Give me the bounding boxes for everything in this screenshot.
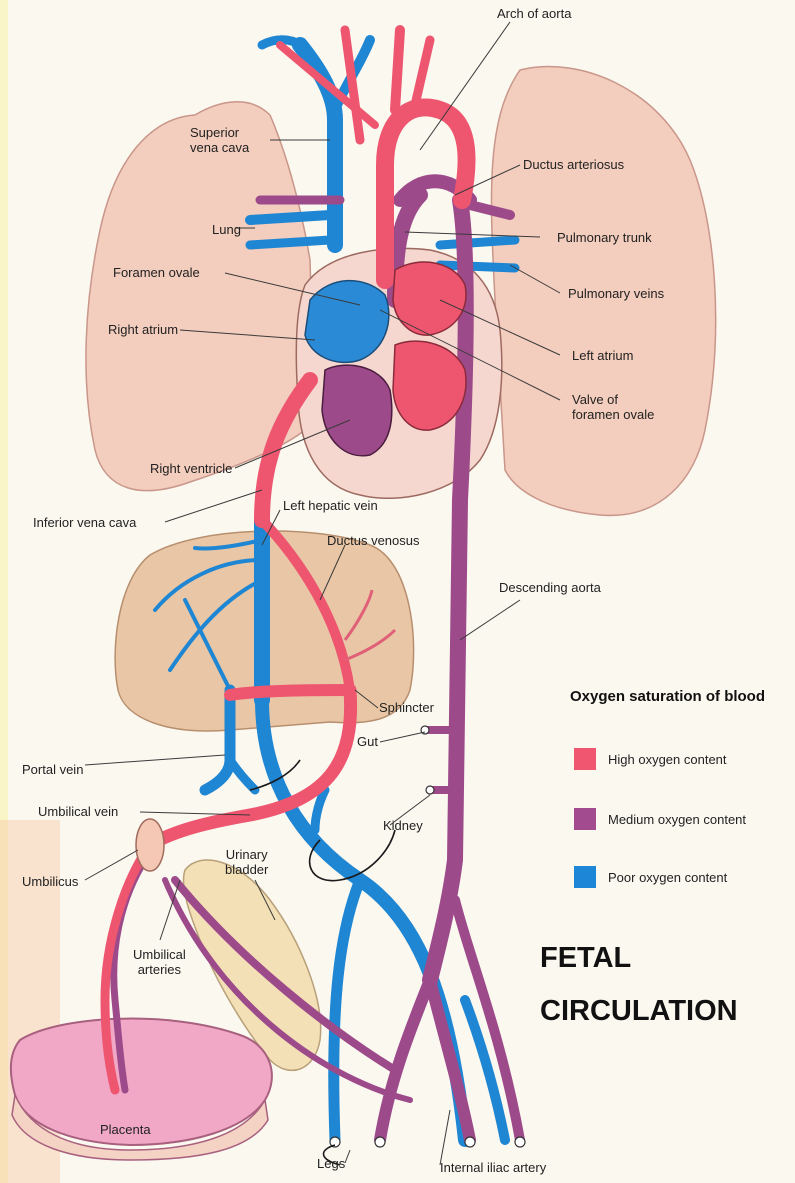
label-umbilical-vein: Umbilical vein [38,804,118,819]
label-pulmonary-trunk: Pulmonary trunk [557,230,652,245]
leg-end-2 [375,1137,385,1147]
title-line-2: CIRCULATION [540,995,738,1028]
pulmonary-vein-left-2 [440,265,515,268]
label-descending-aorta: Descending aorta [499,580,601,595]
umbilicus-ring [136,819,164,871]
label-superior-vena-cava: Superior vena cava [190,125,249,155]
lung-vein-right-2 [250,240,330,245]
label-umbilical-arteries: Umbilical arteries [133,947,186,977]
label-left-hepatic-vein: Left hepatic vein [283,498,378,513]
label-left-atrium: Left atrium [572,348,633,363]
title-line-1: FETAL [540,942,631,975]
liver-portal-link [230,690,350,695]
label-urinary-bladder: Urinary bladder [225,847,268,877]
label-gut: Gut [357,734,378,749]
legend-label-medium: Medium oxygen content [608,812,746,827]
leg-end-4 [515,1137,525,1147]
label-lung: Lung [212,222,241,237]
pulmonary-vein-left [440,240,515,245]
label-valve-of-foramen-ovale: Valve of foramen ovale [572,392,654,422]
leg-end-3 [465,1137,475,1147]
legend-swatch-poor [574,866,596,888]
label-ductus-arteriosus: Ductus arteriosus [523,157,624,172]
label-foramen-ovale: Foramen ovale [113,265,200,280]
legend-item-high: High oxygen content [574,748,727,770]
label-inferior-vena-cava: Inferior vena cava [33,515,136,530]
lung-vein-right [250,215,330,220]
label-right-atrium: Right atrium [108,322,178,337]
label-right-ventricle: Right ventricle [150,461,232,476]
legend-swatch-high [574,748,596,770]
label-internal-iliac-artery: Internal iliac artery [440,1160,546,1175]
label-pulmonary-veins: Pulmonary veins [568,286,664,301]
label-sphincter: Sphincter [379,700,434,715]
label-arch-of-aorta: Arch of aorta [497,6,571,21]
label-kidney: Kidney [383,818,423,833]
legend-item-poor: Poor oxygen content [574,866,727,888]
label-legs: Legs [317,1156,345,1171]
legend-label-high: High oxygen content [608,752,727,767]
kidney-end [426,786,434,794]
label-umbilicus: Umbilicus [22,874,78,889]
legend-label-poor: Poor oxygen content [608,870,727,885]
legend-swatch-medium [574,808,596,830]
label-portal-vein: Portal vein [22,762,83,777]
label-placenta: Placenta [100,1122,151,1137]
label-ductus-venosus: Ductus venosus [327,533,420,548]
legend-item-medium: Medium oxygen content [574,808,746,830]
legend-title: Oxygen saturation of blood [570,688,765,705]
aortic-branch-1 [395,30,400,110]
